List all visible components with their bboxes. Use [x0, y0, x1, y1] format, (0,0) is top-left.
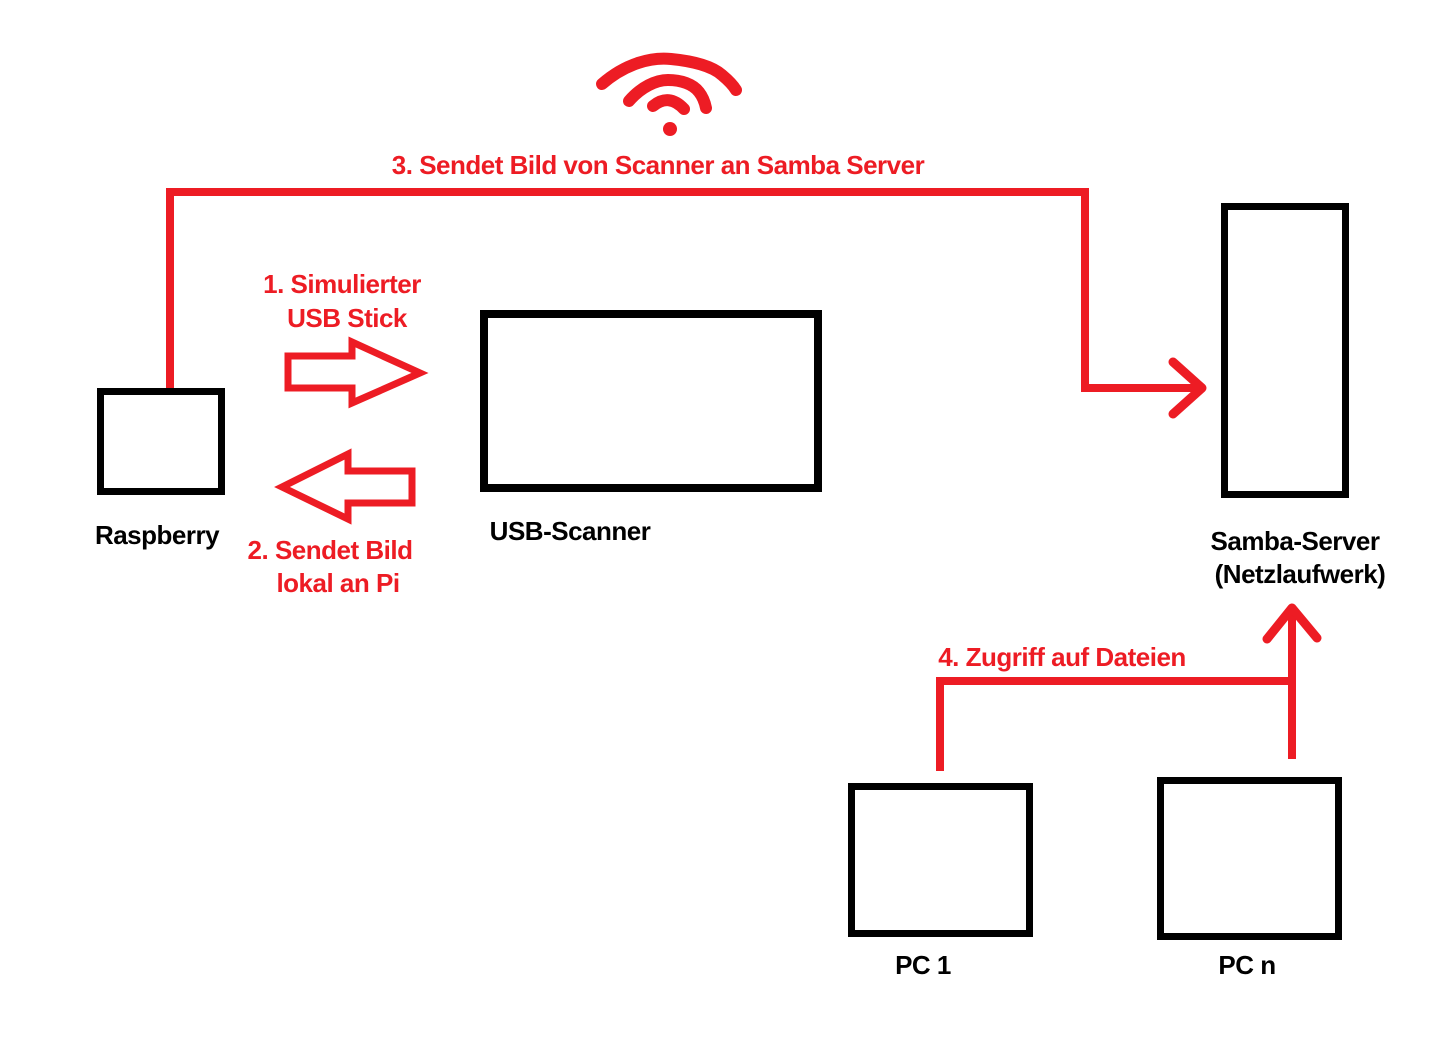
- wifi-dot: [663, 122, 677, 136]
- step4-annotation: 4. Zugriff auf Dateien: [938, 642, 1186, 672]
- pc1-box: [848, 783, 1033, 937]
- pcn-box: [1157, 777, 1342, 940]
- samba-server-box: [1221, 203, 1349, 498]
- usb-scanner-label: USB-Scanner: [489, 516, 651, 546]
- arrowhead-into-samba: [1168, 357, 1207, 419]
- usb-scanner-box: [480, 310, 822, 492]
- flow-line-raspberry-to-samba: [166, 188, 1207, 419]
- block-arrow-left-icon: [274, 448, 416, 525]
- pc1-label: PC 1: [895, 950, 951, 980]
- samba-server-label-line2: (Netzlaufwerk): [1214, 559, 1386, 589]
- step2-annotation-line2: lokal an Pi: [276, 568, 400, 598]
- arrowhead-up-to-samba: [1262, 603, 1322, 644]
- step2-annotation-line1: 2. Sendet Bild: [247, 535, 413, 565]
- step1-annotation-line2: USB Stick: [287, 303, 407, 333]
- pcn-label: PC n: [1218, 950, 1276, 980]
- step1-annotation-line1: 1. Simulierter: [263, 269, 421, 299]
- flow-line-pcs-to-samba: [936, 603, 1322, 771]
- step3-annotation: 3. Sendet Bild von Scanner an Samba Serv…: [391, 150, 925, 180]
- wifi-icon: [596, 52, 742, 136]
- block-arrow-right-icon: [284, 336, 429, 409]
- samba-server-label-line1: Samba-Server: [1210, 526, 1380, 556]
- raspberry-label: Raspberry: [94, 520, 220, 550]
- raspberry-box: [97, 388, 225, 495]
